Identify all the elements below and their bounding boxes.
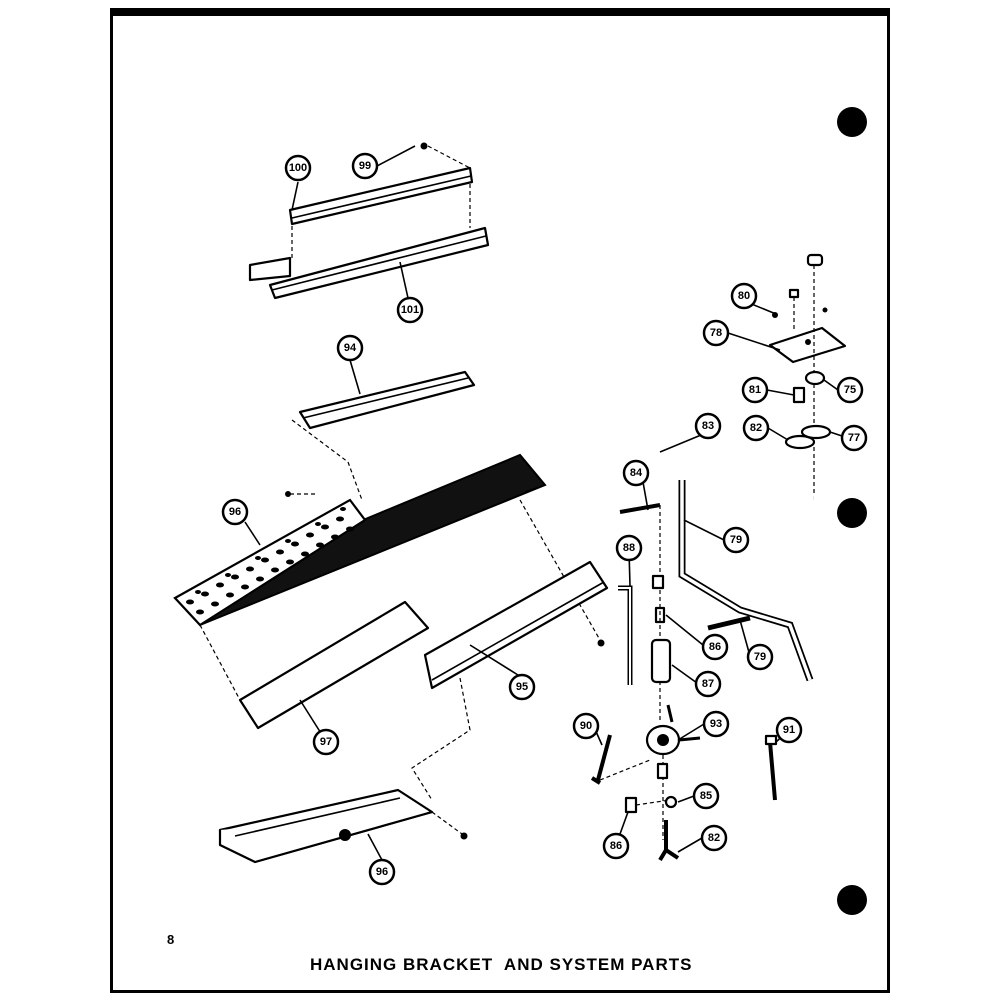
svg-text:80: 80 [738, 290, 750, 302]
hex-key-90 [590, 734, 612, 785]
svg-text:75: 75 [844, 384, 856, 396]
tube-79-stub [707, 615, 751, 631]
svg-text:82: 82 [708, 832, 720, 844]
callout-94-panel: 94 [336, 334, 364, 362]
valve-93 [645, 704, 701, 756]
fitting-85 [664, 795, 678, 809]
svg-text:78: 78 [710, 327, 722, 339]
cap-tube-84 [619, 503, 661, 514]
svg-text:77: 77 [848, 432, 860, 444]
cap-top [806, 253, 824, 267]
callout-79-tube: 79 [722, 526, 750, 554]
tube-82 [658, 820, 680, 862]
nut-small [788, 288, 800, 299]
callout-84-captube: 84 [622, 459, 650, 487]
svg-text:86: 86 [709, 641, 721, 653]
valve-core-81 [792, 386, 806, 404]
svg-text:87: 87 [702, 678, 714, 690]
bottom-border [110, 990, 890, 993]
bolt-91 [768, 741, 777, 801]
callout-87: 87 [694, 670, 722, 698]
bracket-upper-100 [288, 166, 474, 226]
drain-pan-96 [218, 788, 434, 864]
callout-75: 75 [836, 376, 864, 404]
gasket-82 [784, 434, 816, 450]
svg-text:82: 82 [750, 422, 762, 434]
callout-93: 93 [702, 710, 730, 738]
svg-text:84: 84 [630, 467, 643, 479]
svg-text:90: 90 [580, 720, 592, 732]
svg-text:93: 93 [710, 718, 722, 730]
panel-94 [298, 370, 476, 430]
svg-text:83: 83 [702, 420, 714, 432]
fitting-upper [651, 574, 665, 590]
callout-79-stub: 79 [746, 643, 774, 671]
top-border [110, 8, 890, 16]
callout-82-gasket: 82 [742, 414, 770, 442]
binder-hole-top [837, 107, 867, 137]
callout-95: 95 [508, 673, 536, 701]
callout-88: 88 [615, 534, 643, 562]
svg-text:88: 88 [623, 542, 635, 554]
callout-85: 85 [692, 782, 720, 810]
svg-text:100: 100 [289, 162, 307, 174]
screw-drain-pan [460, 832, 468, 840]
filter-drier-87 [650, 638, 672, 684]
svg-text:97: 97 [320, 736, 332, 748]
screw-99 [420, 142, 428, 150]
svg-text:96: 96 [376, 866, 388, 878]
gasket-77 [800, 424, 832, 440]
callout-86-lower: 86 [602, 832, 630, 860]
mounting-plate-78 [768, 326, 847, 364]
callout-86-fitting: 86 [701, 633, 729, 661]
callout-91: 91 [775, 716, 803, 744]
svg-text:99: 99 [359, 160, 371, 172]
drain-fitting [339, 829, 351, 841]
callout-80: 80 [730, 282, 758, 310]
bracket-lower-101 [248, 226, 490, 300]
svg-text:79: 79 [754, 651, 766, 663]
svg-text:91: 91 [783, 724, 795, 736]
callout-97: 97 [312, 728, 340, 756]
callout-78: 78 [702, 319, 730, 347]
screw-plate [822, 307, 828, 313]
fitting-75 [804, 370, 826, 386]
callout-81-valve: 81 [741, 376, 769, 404]
coil-assembly-96 [173, 453, 547, 627]
svg-text:94: 94 [344, 342, 357, 354]
svg-text:101: 101 [401, 304, 419, 316]
svg-text:86: 86 [610, 840, 622, 852]
callout-99-top: 99 [351, 152, 379, 180]
diagram-caption: HANGING BRACKET AND SYSTEM PARTS [310, 955, 692, 974]
callout-96-coil: 96 [221, 498, 249, 526]
svg-text:81: 81 [749, 384, 761, 396]
svg-text:96: 96 [229, 506, 241, 518]
binder-hole-bottom [837, 885, 867, 915]
callout-83: 83 [694, 412, 722, 440]
fitting-mid [656, 762, 669, 780]
callout-101: 101 [396, 296, 424, 324]
callout-90: 90 [572, 712, 600, 740]
svg-text:79: 79 [730, 534, 742, 546]
svg-text:85: 85 [700, 790, 712, 802]
fitting-86-lower [624, 796, 638, 814]
rod-88 [618, 585, 633, 685]
svg-text:95: 95 [516, 681, 528, 693]
screw-coil-right [597, 639, 605, 647]
callout-96-drain: 96 [368, 858, 396, 886]
page-number: 8 [167, 932, 174, 947]
screw-top-coil [285, 491, 291, 497]
left-border [110, 8, 113, 993]
callout-82-tube: 82 [700, 824, 728, 852]
binder-hole-middle [837, 498, 867, 528]
tube-79 [678, 480, 814, 682]
right-border [887, 8, 890, 993]
callout-77: 77 [840, 424, 868, 452]
callout-100: 100 [284, 154, 312, 182]
drip-tray-97 [238, 600, 430, 730]
pan-95 [423, 560, 609, 690]
